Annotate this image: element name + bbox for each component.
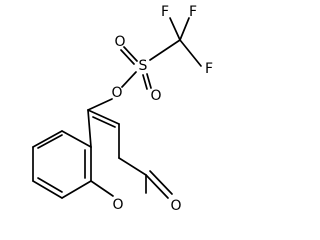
bond-c4-c3 [87, 109, 120, 125]
atom-label-f1: F [189, 4, 197, 20]
bond-c8-c8a [61, 180, 92, 199]
bond-c7-c8 [32, 180, 63, 199]
bond-c-s [149, 39, 181, 61]
bond-c-f2 [169, 17, 181, 41]
atom-label-sulfonyl-oxygen-top: O [114, 34, 125, 50]
bond-o-c4 [87, 98, 113, 111]
bond-c-o-carbonyl-a [145, 174, 169, 199]
bond-c2-c1 [118, 157, 147, 176]
atom-labels-group: F F F S O O O O O [111, 4, 213, 214]
atom-label-ring-oxygen: O [112, 197, 123, 213]
bond-c-f1 [179, 17, 190, 41]
atom-label-sulfonyl-oxygen-bottom: O [150, 88, 161, 104]
atom-label-f3: F [205, 61, 213, 77]
bond-c4-c3-inner [92, 116, 116, 128]
atom-label-carbonyl-oxygen: O [170, 198, 181, 214]
bond-s-o-bottom-a [146, 73, 152, 89]
bond-s-o-top-a [123, 46, 138, 62]
atom-label-ester-oxygen: O [111, 85, 122, 101]
bond-s-o-top-b [120, 49, 135, 65]
bonds-group [32, 17, 202, 199]
bond-c-o-carbonyl-b [149, 170, 173, 195]
atom-label-f2: F [161, 4, 169, 20]
bond-o-ring-c8a [90, 180, 114, 197]
bond-c-f3 [179, 39, 202, 67]
bond-s-o-bottom-b [142, 74, 148, 90]
bond-c5-c6-inner [37, 134, 63, 149]
chemical-structure-diagram: F F F S O O O O O [32, 4, 213, 214]
bond-c4a-c5 [61, 130, 92, 148]
bond-c4a-c4 [87, 109, 92, 148]
bond-s-o-ester [121, 71, 137, 88]
atom-label-sulfur: S [139, 58, 148, 74]
bond-c7-c8-inner [37, 177, 63, 193]
bond-c5-c6 [32, 130, 63, 148]
